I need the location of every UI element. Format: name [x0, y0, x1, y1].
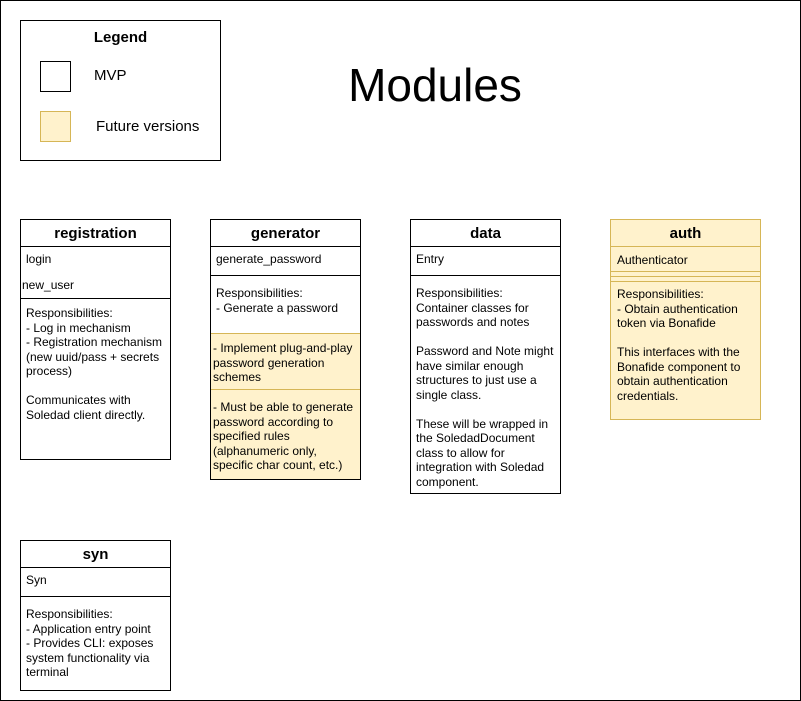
module-auth-field-authenticator: Authenticator [617, 253, 688, 267]
module-auth-divider-3 [611, 281, 760, 282]
module-generator-future-note-1: - Implement plug-and-play password gener… [213, 341, 353, 384]
module-auth-name: auth [611, 220, 760, 247]
legend: Legend MVP Future versions [20, 20, 221, 161]
module-syn-name: syn [21, 541, 170, 568]
module-generator-future-note-2: - Must be able to generate password acco… [213, 400, 354, 472]
diagram-title: Modules [348, 59, 522, 111]
module-generator: generator generate_password Responsibili… [210, 219, 361, 480]
module-auth: auth Authenticator Responsibilities: - O… [610, 219, 761, 420]
module-syn-field: Syn [26, 573, 47, 587]
module-registration: registration login new_user Responsibili… [20, 219, 171, 460]
module-registration-name: registration [21, 220, 170, 247]
legend-title: Legend [93, 29, 148, 46]
module-registration-divider [21, 298, 170, 299]
module-generator-divider [211, 275, 360, 276]
module-syn: syn Syn Responsibilities: - Application … [20, 540, 171, 691]
module-data-responsibilities: Responsibilities: Container classes for … [416, 286, 554, 489]
module-registration-responsibilities: Responsibilities: - Log in mechanism - R… [26, 306, 163, 422]
module-auth-divider-2 [611, 276, 760, 277]
module-data-field-entry: Entry [416, 252, 445, 266]
module-generator-field: generate_password [216, 252, 322, 266]
module-registration-field-new-user: new_user [22, 278, 75, 292]
legend-swatch-mvp [40, 61, 71, 92]
module-data-name: data [411, 220, 560, 247]
module-auth-divider-1 [611, 271, 760, 272]
module-auth-responsibilities: Responsibilities: - Obtain authenticatio… [617, 287, 741, 403]
legend-label-future: Future versions [96, 118, 200, 135]
module-generator-future-section: - Implement plug-and-play password gener… [211, 333, 360, 479]
module-generator-responsibilities: Responsibilities: - Generate a password [216, 286, 339, 315]
module-data-divider [411, 275, 560, 276]
module-generator-future-divider [211, 389, 360, 390]
module-data: data Entry Responsibilities: Container c… [410, 219, 561, 494]
module-generator-name: generator [211, 220, 360, 247]
module-syn-divider [21, 596, 170, 597]
legend-label-mvp: MVP [94, 67, 127, 84]
module-syn-responsibilities: Responsibilities: - Application entry po… [26, 607, 154, 679]
module-registration-field-login: login [26, 252, 52, 266]
legend-swatch-future [40, 111, 71, 142]
